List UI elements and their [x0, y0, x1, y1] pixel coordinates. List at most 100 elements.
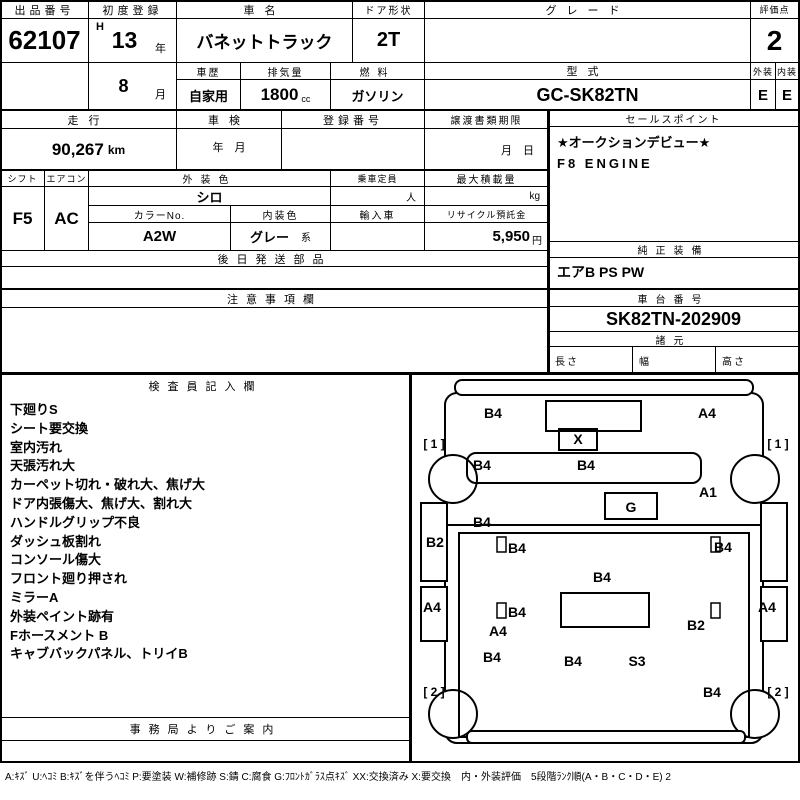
inspector-item: 外装ペイント跡有 [10, 608, 115, 624]
damage-mark: B4 [473, 514, 491, 530]
divider [547, 109, 550, 375]
damage-mark: B4 [577, 457, 595, 473]
door-shape-value: 2T [352, 18, 425, 63]
mileage-unit: km [107, 142, 126, 157]
divider [0, 0, 2, 763]
inspector-item: 室内汚れ [10, 439, 63, 455]
legend-text: A:ｷｽﾞ U:ﾍｺﾐ B:ｷｽﾞを伴うﾍｺﾐ P:要塗装 W:補修跡 S:錆 … [5, 772, 671, 783]
rear-right-wheel [730, 689, 780, 739]
model-value: GC-SK82TN [424, 79, 751, 111]
door-shape-label: ドア形状 [352, 0, 425, 19]
damage-mark: B4 [564, 653, 582, 669]
damage-mark: B4 [508, 604, 526, 620]
auction-no-label: 出品番号 [0, 0, 89, 19]
left-side-panel [420, 586, 448, 642]
sales-point-cell: ★オークションデビュー★ F8 ENGINE [548, 126, 799, 242]
damage-mark: A4 [489, 623, 507, 639]
spec-label: 諸元 [548, 331, 799, 347]
spec-height-label: 高さ [715, 346, 799, 374]
shift-label: シフト [0, 170, 45, 187]
damage-mark: B4 [593, 569, 611, 585]
front-left-wheel [428, 454, 478, 504]
displacement-value: 1800 [260, 85, 299, 104]
damage-mark: B4 [483, 649, 501, 665]
max-load-unit: kg [424, 186, 549, 206]
color-no-label: カラーNo. [88, 205, 231, 223]
cab-strip [466, 452, 702, 484]
recycle-deposit-unit: 円 [532, 236, 542, 247]
fuel-label: 燃料 [330, 62, 425, 80]
capacity-unit: 人 [330, 186, 425, 206]
car-diagram-box: B4 X A4 [ 1 ] [ 1 ] B4 B4 A1 B4 G B2 B4 … [410, 374, 800, 763]
damage-mark: B4 [508, 540, 526, 556]
mileage-label: 走行 [0, 110, 177, 129]
damage-mark: [ 1 ] [767, 437, 789, 451]
right-door-panel [760, 502, 788, 582]
front-right-wheel [730, 454, 780, 504]
score-value: 2 [750, 18, 799, 63]
mileage-value: 90,267 [51, 139, 104, 159]
interior-color-value: グレー [249, 230, 289, 245]
damage-mark: B4 [484, 405, 502, 421]
rear-bumper [466, 730, 746, 744]
year-suffix: 年 [155, 43, 166, 55]
car-name-label: 車名 [176, 0, 353, 19]
exterior-score-value: E [750, 79, 776, 111]
divider [0, 109, 800, 111]
divider [0, 288, 800, 290]
damage-mark: X [573, 431, 583, 447]
inspector-item: コンソール傷大 [10, 552, 102, 568]
inspector-item: ダッシュ板割れ [10, 533, 102, 549]
inspector-item: 天張汚れ大 [10, 458, 76, 474]
divider [409, 373, 412, 763]
grade-value [424, 18, 751, 63]
hinge-marker [710, 602, 721, 619]
shift-value: F5 [0, 186, 45, 251]
damage-mark: B4 [714, 539, 732, 555]
interior-label: 内装 [775, 62, 799, 80]
recycle-deposit-cell: 5,950 円 [424, 222, 549, 251]
fuel-value: ガソリン [330, 79, 425, 111]
mileage-cell: 90,267 km [0, 128, 177, 171]
max-load-label: 最大積載量 [424, 170, 549, 187]
recycle-deposit-value: 5,950 [492, 228, 530, 245]
right-side-panel [760, 586, 788, 642]
interior-color-label: 内装色 [230, 205, 331, 223]
exterior-color-label: 外装色 [88, 170, 331, 187]
damage-mark: [ 2 ] [767, 685, 789, 699]
grade-label: グレード [424, 0, 751, 19]
damage-mark: A4 [423, 599, 441, 615]
import-label: 輸入車 [330, 205, 425, 223]
damage-mark: G [625, 499, 637, 515]
inspector-item: シート要交換 [10, 420, 89, 436]
inspector-item: カーペット切れ・破れ大、焦げ大 [10, 477, 206, 493]
inspector-item: ミラーA [10, 589, 59, 605]
hinge-marker [710, 536, 721, 553]
office-info-label: 事務局よりご案内 [0, 717, 411, 741]
sales-point-line1: ★オークションデビュー★ [557, 135, 711, 150]
spec-width-label: 幅 [632, 346, 716, 374]
era-value: H [96, 21, 104, 33]
history-value: 自家用 [176, 79, 241, 111]
genuine-equip-label: 純正装備 [548, 241, 799, 258]
hood-panel [545, 400, 642, 432]
chassis-no-value: SK82TN-202909 [548, 306, 799, 332]
inspector-item: ハンドルグリップ不良 [10, 514, 141, 530]
displacement-cell: 1800 cc [240, 79, 331, 111]
damage-mark: [ 2 ] [423, 685, 445, 699]
hinge-marker [496, 536, 507, 553]
caution-value [0, 307, 549, 374]
inspector-item: キャブバックパネル、トリイB [10, 646, 188, 662]
aircon-value: AC [44, 186, 89, 251]
damage-mark: B4 [473, 457, 491, 473]
interior-color-suffix: 系 [301, 233, 311, 244]
divider [0, 372, 800, 374]
inspector-items: 下廻りS シート要交換 室内汚れ 天張汚れ大 カーペット切れ・破れ大、焦げ大 ド… [10, 401, 402, 664]
front-bumper [454, 379, 754, 396]
bed-inner-box [560, 592, 650, 628]
divider [798, 0, 800, 763]
damage-mark: B2 [426, 534, 444, 550]
divider [0, 169, 550, 171]
aircon-label: エアコン [44, 170, 89, 187]
